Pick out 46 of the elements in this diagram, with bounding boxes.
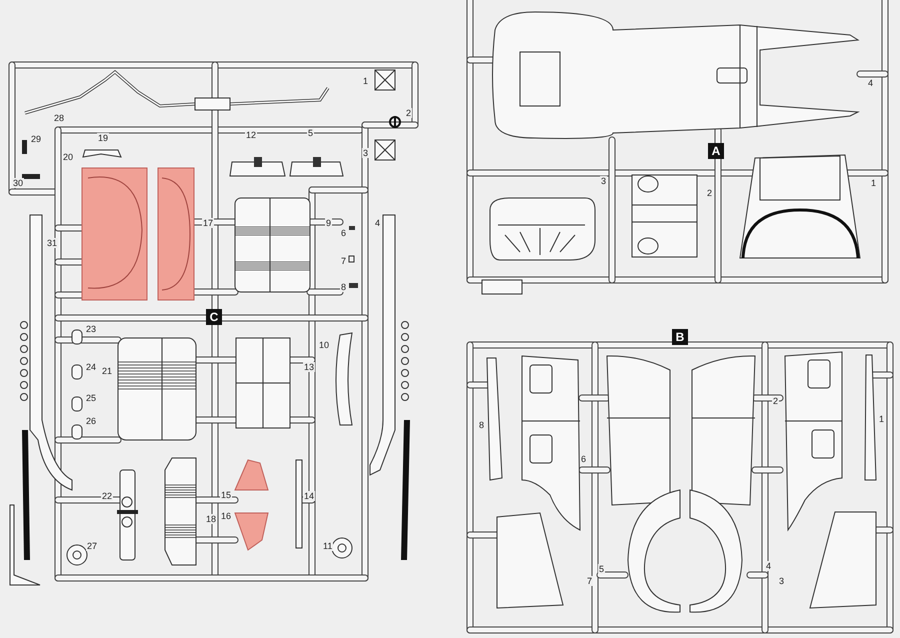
part-number: 2 [772,396,780,406]
part-number: 8 [478,420,486,430]
part-number: 10 [318,340,330,350]
part-number: 4 [867,78,874,88]
part-number: 23 [85,324,98,334]
part-number: 3 [362,148,370,158]
part-number: 19 [97,133,110,143]
part-number: 5 [598,564,606,574]
sprue-letter: A [708,143,724,159]
part-number: 21 [101,366,114,376]
part-number: 20 [62,152,74,162]
part-number: 4 [374,218,382,228]
part-number: 8 [340,282,348,292]
part-number: 1 [878,414,886,424]
part-number: 29 [30,134,42,144]
part-number: 17 [202,218,214,228]
part-number: 1 [362,76,370,86]
part-number: 12 [245,130,258,140]
part-number: 3 [778,576,786,586]
part-number: 16 [220,511,232,521]
part-number: 11 [322,541,334,551]
part-number: 7 [586,576,594,586]
part-number: 7 [340,256,348,266]
part-number: 6 [340,228,348,238]
part-number: 14 [303,491,316,501]
part-number: 24 [85,362,98,372]
part-number: 4 [765,561,772,571]
part-number: 22 [101,491,114,501]
part-number: 25 [85,393,98,403]
part-number: 2 [405,108,412,118]
part-number: 5 [307,128,314,138]
part-number: 13 [303,362,316,372]
part-number: 28 [53,113,66,123]
part-number: 27 [86,541,98,551]
part-number: 6 [580,454,588,464]
part-number: 26 [85,416,98,426]
part-number: 31 [46,238,58,248]
sprue-letter: B [672,329,688,345]
sprue-letter: C [206,309,222,325]
part-number: 30 [12,178,24,188]
part-number: 1 [870,178,878,188]
part-number: 3 [600,176,608,186]
part-number: 18 [205,514,218,524]
part-number: 9 [325,218,332,228]
part-number: 15 [220,490,232,500]
part-number: 2 [706,188,714,198]
